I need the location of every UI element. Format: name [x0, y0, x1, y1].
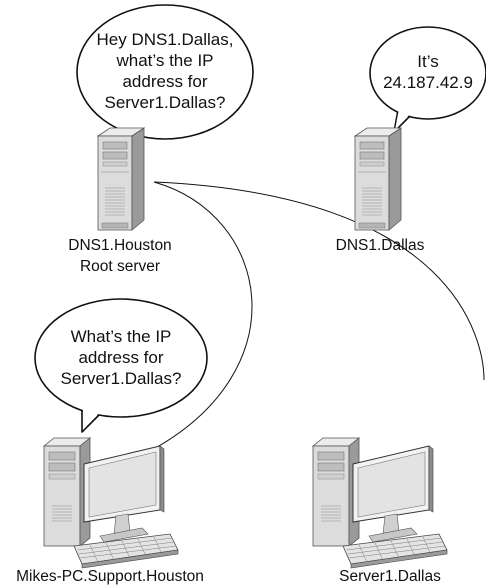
bubble-line: Server1.Dallas?: [104, 93, 226, 112]
speech-bubble-client-query: [34, 298, 208, 433]
bubble-line: It’s: [417, 52, 439, 71]
bubble-line: address for: [122, 72, 208, 91]
connection-dns-houston-to-dns-dallas: [153, 181, 485, 381]
bubble-line: What’s the IP: [70, 327, 172, 346]
server-dallas-label: Server1.Dallas: [330, 566, 450, 587]
desktop-computer-icon: [43, 437, 179, 569]
node-name: Mikes-PC.Support.Houston: [16, 568, 204, 585]
bubble-line: what’s the IP: [116, 51, 214, 70]
desktop-computer-icon: [312, 437, 448, 569]
bubble-line: 24.187.42.9: [383, 73, 473, 92]
connection-client-to-dns-houston: [149, 181, 253, 452]
server-tower-icon: [354, 127, 402, 231]
bubble-line: Hey DNS1.Dallas,: [96, 30, 234, 49]
node-name: DNS1.Dallas: [335, 237, 425, 254]
dallas-reply-text: It’s 24.187.42.9: [378, 51, 478, 93]
speech-bubble-dallas-reply: [369, 26, 486, 133]
client-label: Mikes-PC.Support.Houston: [0, 566, 220, 587]
client-query-text: What’s the IP address for Server1.Dallas…: [56, 326, 186, 389]
houston-query-text: Hey DNS1.Dallas, what’s the IP address f…: [95, 29, 235, 113]
dns-houston-label: DNS1.Houston Root server: [60, 235, 180, 277]
node-name: DNS1.Houston: [68, 237, 172, 254]
dns-dallas-label: DNS1.Dallas: [325, 235, 435, 256]
node-name: Server1.Dallas: [339, 568, 441, 585]
server-tower-icon: [97, 127, 145, 231]
node-role: Root server: [79, 258, 161, 275]
bubble-line: Server1.Dallas?: [60, 369, 182, 388]
bubble-line: address for: [78, 348, 164, 367]
